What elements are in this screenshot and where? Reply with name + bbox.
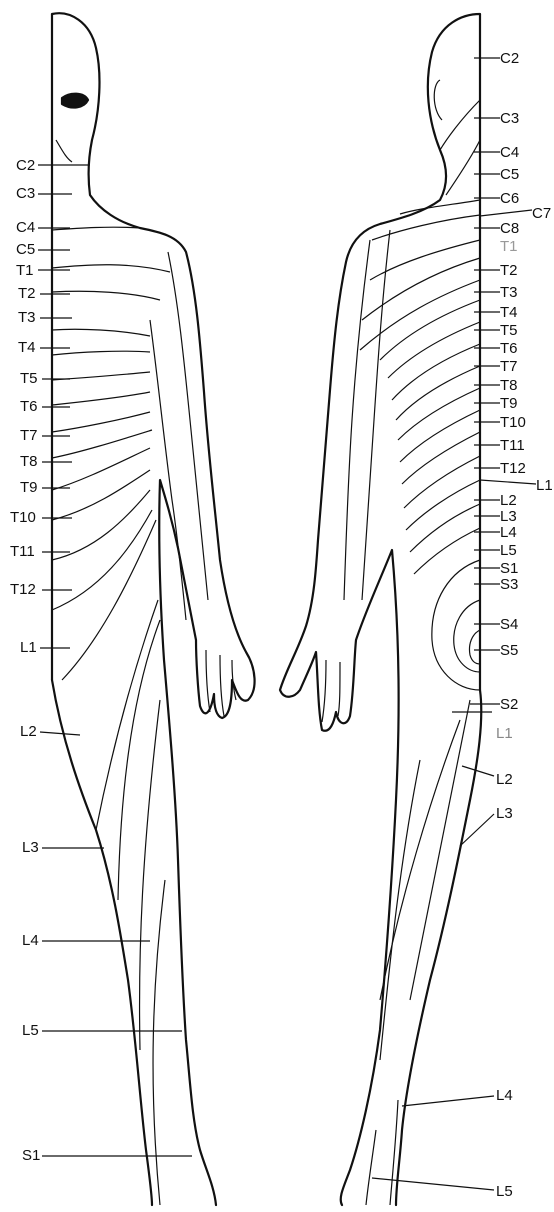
back-label-l2-leg: L2 (496, 771, 513, 788)
back-leg-outer (396, 690, 481, 1205)
front-arm-inner (150, 320, 186, 620)
front-arm-band (168, 252, 208, 600)
back-label-s1: S1 (500, 560, 518, 577)
back-label-l4-leg: L4 (496, 1087, 513, 1104)
back-body-outline (280, 14, 480, 1205)
front-label-t12: T12 (10, 581, 36, 598)
back-label-t6: T6 (500, 340, 518, 357)
back-label-t4: T4 (500, 304, 518, 321)
back-label-c2: C2 (500, 50, 519, 67)
back-label-l5: L5 (500, 542, 517, 559)
front-label-t11: T11 (10, 543, 35, 560)
back-label-t11: T11 (500, 437, 525, 454)
back-label-l3: L3 (500, 508, 517, 525)
front-label-t6: T6 (20, 398, 38, 415)
back-label-l1: L1 (536, 477, 553, 494)
front-label-l1: L1 (20, 639, 37, 656)
front-label-t3: T3 (18, 309, 36, 326)
back-label-c6: C6 (500, 190, 519, 207)
front-label-l2: L2 (20, 723, 37, 740)
back-label-l3-leg: L3 (496, 805, 513, 822)
front-label-t10: T10 (10, 509, 36, 526)
front-figure (52, 13, 255, 1205)
front-label-t4: T4 (18, 339, 36, 356)
front-label-t9: T9 (20, 479, 38, 496)
front-label-t8: T8 (20, 453, 38, 470)
back-label-t9: T9 (500, 395, 518, 412)
front-label-c2: C2 (16, 157, 35, 174)
front-label-l4: L4 (22, 932, 39, 949)
front-label-t7: T7 (20, 427, 38, 444)
back-label-c7: C7 (532, 205, 551, 222)
front-label-t5: T5 (20, 370, 38, 387)
front-label-c5: C5 (16, 241, 35, 258)
front-label-s1: S1 (22, 1147, 40, 1164)
back-label-t2: T2 (500, 262, 518, 279)
back-label-t10: T10 (500, 414, 526, 431)
back-label-s2: S2 (500, 696, 518, 713)
front-label-t1: T1 (16, 262, 34, 279)
back-label-l5-leg: L5 (496, 1183, 513, 1200)
front-label-c4: C4 (16, 219, 35, 236)
front-mouth (56, 140, 72, 162)
back-label-c3: C3 (500, 110, 519, 127)
back-label-t5: T5 (500, 322, 518, 339)
front-label-t2: T2 (18, 285, 36, 302)
back-label-c8: C8 (500, 220, 519, 237)
back-label-l4: L4 (500, 524, 517, 541)
back-label-t1: T1 (500, 238, 518, 255)
back-label-t7: T7 (500, 358, 518, 375)
back-label-t3: T3 (500, 284, 518, 301)
front-eye (62, 94, 88, 108)
back-figure (280, 14, 481, 1205)
front-label-l5: L5 (22, 1022, 39, 1039)
front-label-c3: C3 (16, 185, 35, 202)
front-leg-inner (52, 680, 152, 1205)
back-label-s3: S3 (500, 576, 518, 593)
back-label-t8: T8 (500, 377, 518, 394)
back-label-c4: C4 (500, 144, 519, 161)
back-label-l1-leg: L1 (496, 725, 513, 742)
back-label-s5: S5 (500, 642, 518, 659)
back-label-t12: T12 (500, 460, 526, 477)
back-label-l2: L2 (500, 492, 517, 509)
back-label-s4: S4 (500, 616, 518, 633)
back-label-c5: C5 (500, 166, 519, 183)
front-label-l3: L3 (22, 839, 39, 856)
back-labels: C2 C3 C4 C5 C6 C7 C8 T1 T2 T3 T4 T5 T6 T… (372, 50, 553, 1200)
